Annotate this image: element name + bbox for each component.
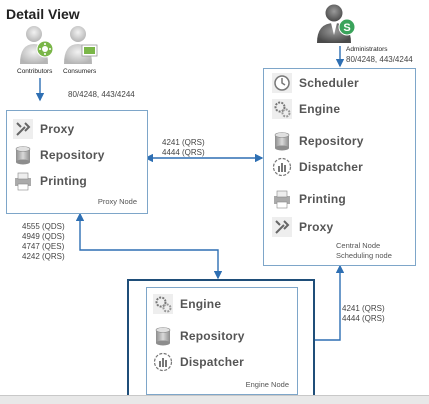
repository-service: Repository [13, 145, 105, 165]
scheduling-node-label: Scheduling node [336, 251, 392, 260]
printing-service: Printing [272, 189, 346, 209]
printing-service: Printing [13, 171, 87, 191]
proxy-icon [272, 217, 292, 237]
printing-label: Printing [40, 174, 87, 188]
dispatcher-icon [153, 352, 173, 372]
engine-label: Engine [180, 297, 222, 311]
admin-access-ports: 80/4248, 443/4244 [346, 55, 413, 64]
proxy-node-label: Proxy Node [97, 197, 137, 206]
consumers-icon [62, 24, 102, 64]
scheduler-service: Scheduler [272, 73, 359, 93]
printer-icon [272, 189, 292, 209]
dispatcher-label: Dispatcher [180, 355, 245, 369]
scheduler-icon [272, 73, 292, 93]
contributors-label: Contributors [17, 68, 53, 75]
horizontal-scrollbar[interactable] [0, 395, 429, 404]
database-icon [13, 145, 33, 165]
engine-icon [272, 99, 292, 119]
printing-label: Printing [299, 192, 346, 206]
dispatcher-service: Dispatcher [153, 352, 244, 372]
central-node-label: Central Node [336, 241, 381, 250]
user-access-ports: 80/4248, 443/4244 [68, 90, 135, 99]
proxy-service: Proxy [13, 119, 74, 139]
engine-service: Engine [272, 99, 340, 119]
page-title: Detail View [6, 6, 80, 22]
proxy-engine-line [75, 212, 223, 280]
repository-service: Repository [272, 131, 364, 151]
repository-service: Repository [153, 326, 245, 346]
administrators-label: Administrators [346, 46, 388, 53]
contributors-icon [18, 24, 58, 64]
administrators-icon: S [314, 3, 360, 43]
engine-node-label: Engine Node [245, 380, 289, 389]
engine-service: Engine [153, 294, 221, 314]
proxy-label: Proxy [40, 122, 75, 136]
proxy-icon [13, 119, 33, 139]
dispatcher-label: Dispatcher [299, 160, 364, 174]
svg-text:S: S [343, 22, 350, 34]
repository-label: Repository [299, 134, 364, 148]
database-icon [272, 131, 292, 151]
proxy-label: Proxy [299, 220, 334, 234]
dispatcher-icon [272, 157, 292, 177]
dispatcher-service: Dispatcher [272, 157, 363, 177]
repository-label: Repository [180, 329, 245, 343]
central-engine-ports: 4241 (QRS) 4444 (QRS) [342, 304, 385, 323]
proxy-service: Proxy [272, 217, 333, 237]
scheduler-label: Scheduler [299, 76, 359, 90]
engine-node: Engine Repository Dispatcher Engine Node [146, 287, 298, 395]
engine-icon [153, 294, 173, 314]
printer-icon [13, 171, 33, 191]
repository-label: Repository [40, 148, 105, 162]
database-icon [153, 326, 173, 346]
engine-label: Engine [299, 102, 341, 116]
proxy-engine-ports: 4555 (QDS) 4949 (QDS) 4747 (QES) 4242 (Q… [22, 222, 65, 261]
consumers-label: Consumers [63, 68, 97, 75]
proxy-central-ports: 4241 (QRS) 4444 (QRS) [162, 138, 205, 157]
central-node: Scheduler Engine Repository Dispatcher P… [263, 68, 416, 266]
proxy-node: Proxy Repository Printing Proxy Node [6, 110, 148, 214]
